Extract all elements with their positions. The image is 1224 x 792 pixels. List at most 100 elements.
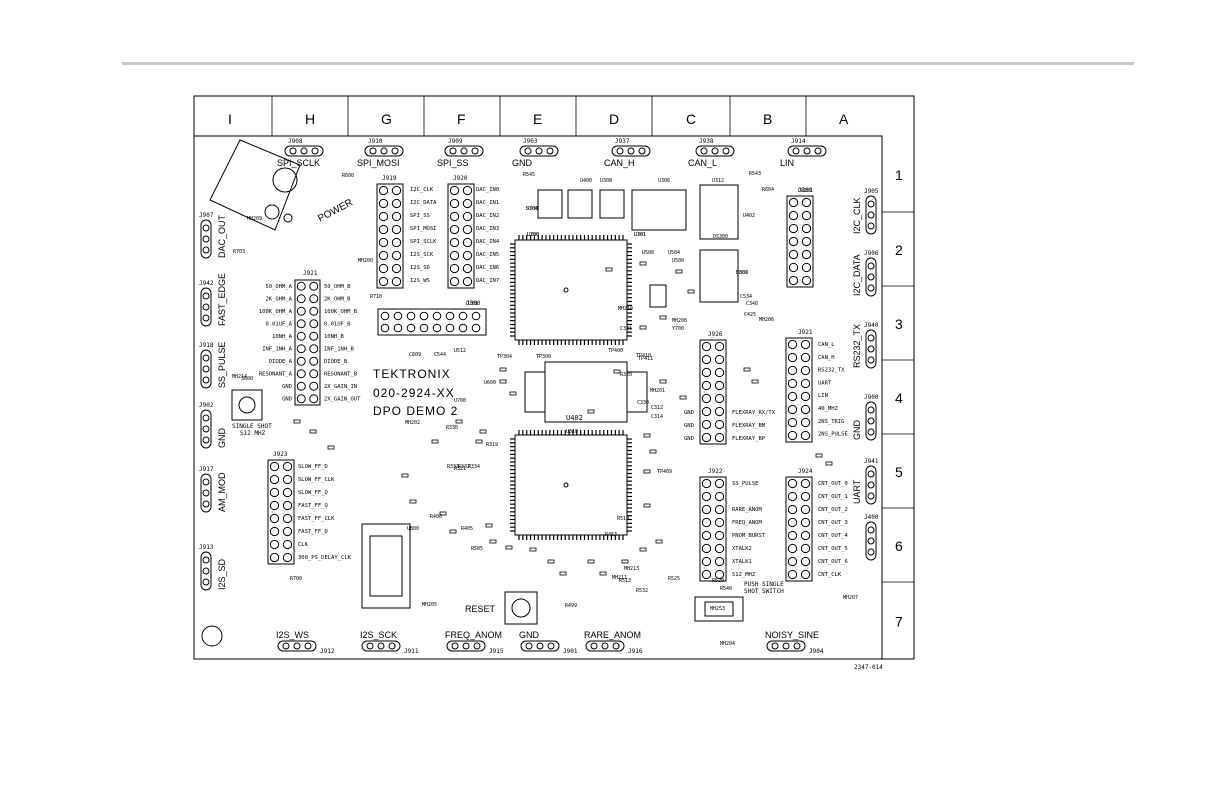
component-ref: MH201 xyxy=(650,388,665,394)
connector-pin xyxy=(289,147,297,155)
connector-pin xyxy=(202,436,210,444)
pin-label: DAC_IN5 xyxy=(476,252,499,258)
push-switch-label-1: PUSH SINGLE xyxy=(744,581,784,588)
pin-label: LIN xyxy=(818,393,828,399)
smd-pad xyxy=(293,419,301,424)
connector-pin xyxy=(867,262,875,270)
connector-label: I2S_SD xyxy=(217,558,227,590)
pin-label: CNT_OUT_1 xyxy=(818,494,848,500)
connector-ref: J913 xyxy=(199,544,214,551)
connector-label: AM_MOD xyxy=(217,472,227,512)
connector-label: SS_PULSE xyxy=(217,341,227,388)
connector-pin xyxy=(867,200,875,208)
mounting-hole xyxy=(201,625,223,647)
connector-pin xyxy=(202,246,210,254)
pin-label: SLOW_FF_D xyxy=(298,464,328,470)
smd-pad xyxy=(613,369,621,374)
connector-ref: J911 xyxy=(404,648,419,655)
pin-label: FLEXRAY_BM xyxy=(732,423,766,429)
connector-ref: J909 xyxy=(448,138,463,145)
pin-label: CNT_OUT_6 xyxy=(818,559,848,565)
connector-pin xyxy=(449,147,457,155)
component-ref: MH209 xyxy=(247,216,262,222)
connector-pin xyxy=(590,642,598,650)
component-ref: U400 xyxy=(580,178,592,184)
connector-body xyxy=(200,409,212,449)
connector-pin xyxy=(304,642,312,650)
brand-text: TEKTRONIX xyxy=(373,367,451,381)
connector-body xyxy=(284,145,324,157)
connector-body xyxy=(200,473,212,513)
pin-label: 10NH_A xyxy=(272,334,293,340)
connector-pin xyxy=(771,642,779,650)
connector-ref: J917 xyxy=(199,466,214,473)
component-ref: R525 xyxy=(668,576,680,582)
smd-pad xyxy=(643,503,651,508)
single-shot-label-2: S12 MHZ xyxy=(240,430,266,437)
header-ref: J920 xyxy=(453,175,468,182)
connector-pin xyxy=(867,273,875,281)
u402-block: U402 xyxy=(524,361,648,423)
connector-body xyxy=(611,145,651,157)
connector-body xyxy=(444,145,484,157)
connector-ref: J937 xyxy=(615,138,630,145)
connector-label: DAC_OUT xyxy=(217,214,227,258)
connector-pin xyxy=(202,578,210,586)
connector-label: FREQ_ANOM xyxy=(445,630,502,640)
connector-ref: J906 xyxy=(864,250,879,257)
connector-pin xyxy=(202,365,210,373)
connector-pin xyxy=(525,642,533,650)
pin-label: CNT_OUT_5 xyxy=(818,546,848,552)
single-shot-label-1: SINGLE SHOT xyxy=(232,423,272,430)
pin-label: FLEXRAY_BP xyxy=(732,436,766,442)
connector-pin xyxy=(867,222,875,230)
component-ref: TP300 xyxy=(536,354,551,360)
push-switch-label-2: SHOT SWITCH xyxy=(744,588,784,595)
connector-pin xyxy=(202,500,210,508)
pin-label: 0.01UF_B xyxy=(324,322,351,328)
smd-pad xyxy=(327,445,335,450)
smd-pad xyxy=(639,547,647,552)
connector-ref: J941 xyxy=(864,458,879,465)
smd-pad xyxy=(499,367,507,372)
pin-label: 2X_GAIN_IN xyxy=(324,384,357,390)
pin-label: PNOM_BURST xyxy=(732,533,766,539)
connector-pin xyxy=(700,147,708,155)
connector-pin xyxy=(867,481,875,489)
smd-pad xyxy=(655,539,663,544)
pin-label: RS232_TX xyxy=(818,368,845,374)
header-pin xyxy=(406,323,416,333)
pin-label: 2X_GAIN_OUT xyxy=(324,397,361,403)
power-jack xyxy=(209,139,301,231)
connector-ref: J903 xyxy=(523,138,538,145)
pin-label: 10NH_B xyxy=(324,334,345,340)
pin-label: GND xyxy=(282,384,292,390)
component-ref: DS300 xyxy=(713,234,728,240)
connector-body xyxy=(787,145,827,157)
edge-connector: J400 xyxy=(864,514,879,561)
component-ref: C312 xyxy=(651,405,663,411)
connector-pin xyxy=(638,147,646,155)
component-ref: R320 xyxy=(620,372,632,378)
single-shot-switch: S600 xyxy=(231,376,263,421)
component-ref: U512 xyxy=(454,348,466,354)
connector-label: I2C_DATA xyxy=(852,254,862,296)
smd-pad xyxy=(621,559,629,564)
header-rule xyxy=(122,62,1134,65)
connector-pin xyxy=(867,345,875,353)
header-pin xyxy=(393,311,403,321)
smd-pad xyxy=(559,571,567,576)
smd-pad xyxy=(675,269,683,274)
connector-label: RS232_TX xyxy=(852,324,862,368)
connector-pin xyxy=(612,642,620,650)
header-j301 xyxy=(786,195,814,288)
ic-u300 xyxy=(510,235,632,345)
smd-pad xyxy=(509,391,517,396)
component-ref: R600 xyxy=(342,173,354,179)
smd-pad xyxy=(401,473,409,478)
